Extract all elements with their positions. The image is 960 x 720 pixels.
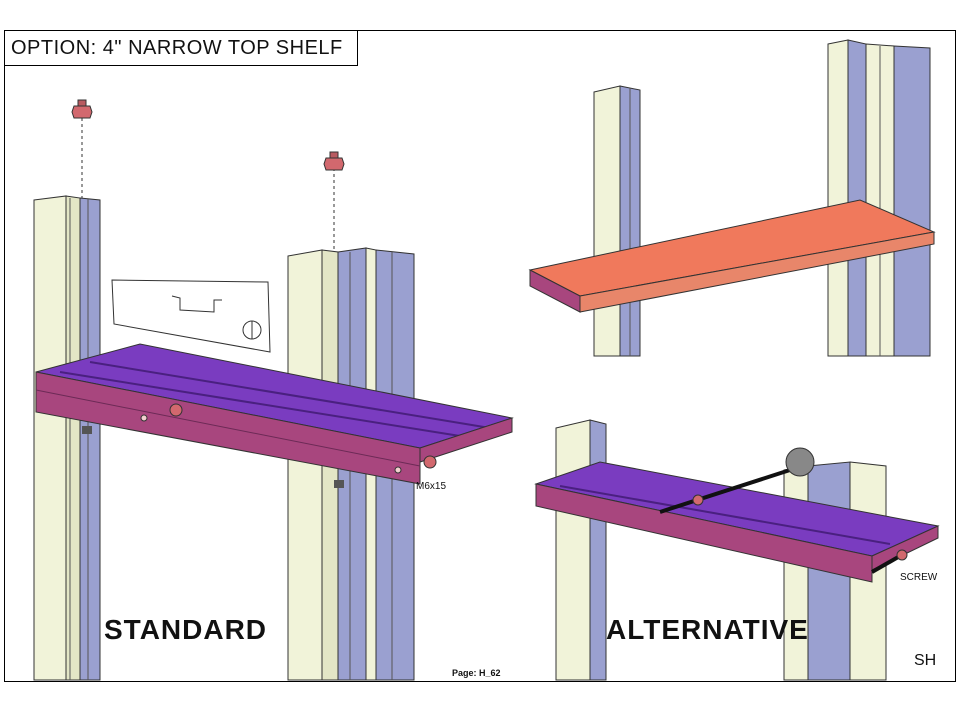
screwdriver-icon xyxy=(659,447,908,574)
left-post xyxy=(33,195,101,681)
page-title: OPTION: 4" NARROW TOP SHELF xyxy=(4,30,358,66)
alt-bottom-post-left xyxy=(555,419,607,681)
standard-shelf xyxy=(35,343,514,485)
drawing-initials: SH xyxy=(914,652,937,669)
level-tool-icon xyxy=(111,279,271,353)
bolt-icon xyxy=(71,99,93,119)
drawing-frame xyxy=(4,30,956,682)
standard-label: STANDARD xyxy=(104,614,268,645)
alternative-label: ALTERNATIVE xyxy=(606,614,809,645)
alt-top-post-left xyxy=(593,85,641,357)
alt-purple-shelf xyxy=(534,461,940,583)
bolt-size-label: M6x15 xyxy=(416,481,447,492)
middle-post xyxy=(287,247,415,681)
screw-label: SCREW xyxy=(900,572,938,583)
bolt-icon xyxy=(323,151,345,171)
page-number: Page: H_62 xyxy=(452,668,501,678)
bolt-icon xyxy=(82,403,437,488)
alt-top-post-right xyxy=(827,39,931,357)
alt-orange-shelf xyxy=(528,199,936,313)
